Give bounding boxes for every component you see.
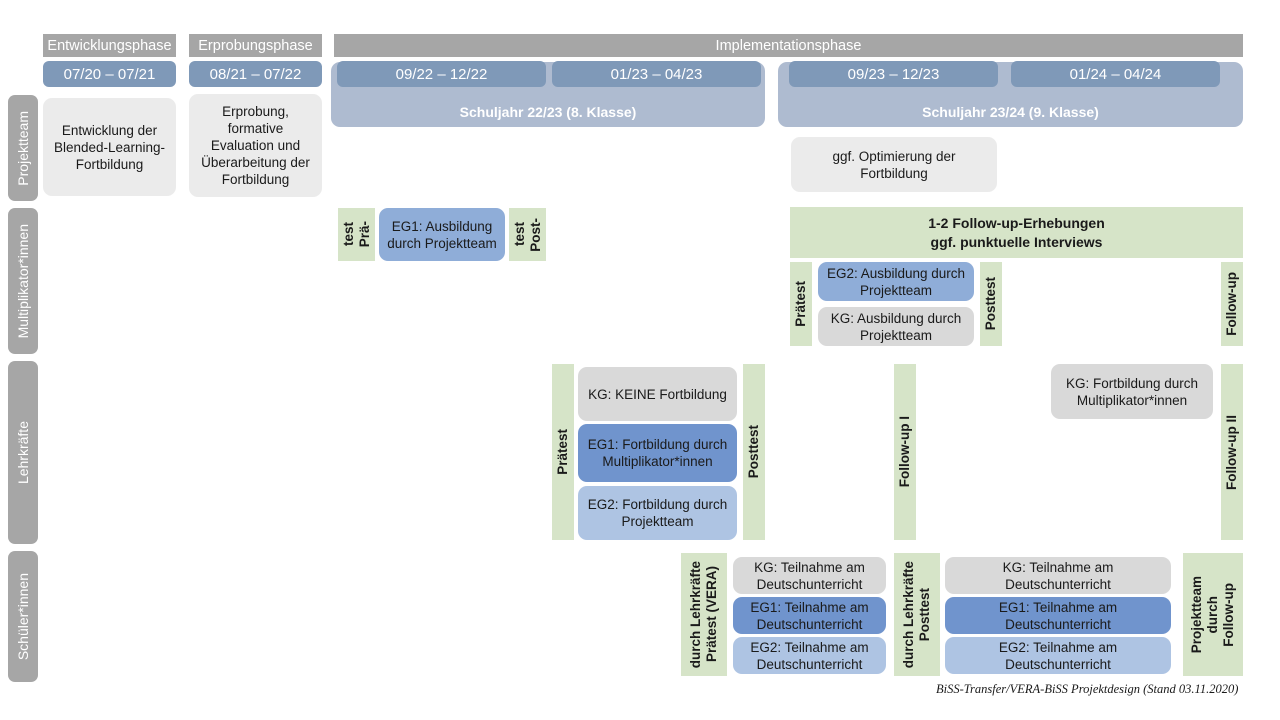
praetest-line-1: Prä-	[356, 221, 372, 248]
box-eg1-teilnahme-deutschunterricht-a: EG1: Teilnahme am Deutschunterricht	[733, 597, 886, 634]
posttest-line-2: test	[511, 222, 527, 247]
box-kg-teilnahme-deutschunterricht-a: KG: Teilnahme am Deutschunterricht	[733, 557, 886, 594]
followup-sub-1: durch	[1204, 595, 1220, 634]
period-label: 07/20 – 07/21	[63, 65, 156, 83]
strip-label: Posttest	[746, 425, 762, 479]
posttest-sub: durch Lehrkräfte	[900, 560, 916, 669]
box-text: EG1: Ausbildung durch Projektteam	[387, 218, 497, 251]
box-text: EG1: Teilnahme am Deutschunterricht	[998, 599, 1118, 632]
strip-praetest-multiplikatoren-left: Prä- test	[338, 208, 375, 261]
box-text: ggf. Optimierung der Fortbildung	[832, 148, 956, 181]
box-kg-ausbildung-durch-projektteam: KG: Ausbildung durch Projektteam	[818, 307, 974, 346]
praetest-vera-sub: durch Lehrkräfte	[687, 560, 703, 669]
box-eg1-teilnahme-deutschunterricht-b: EG1: Teilnahme am Deutschunterricht	[945, 597, 1171, 634]
box-text: Erprobung, formative Evaluation und Über…	[201, 104, 310, 187]
box-eg1-fortbildung-durch-multiplikatorinnen: EG1: Fortbildung durch Multiplikator*inn…	[578, 424, 737, 482]
strip-label: Prätest	[793, 281, 809, 327]
footer-text: BiSS-Transfer/VERA-BiSS Projektdesign (S…	[936, 682, 1239, 696]
row-label-lehrkraefte: Lehrkräfte	[8, 361, 38, 544]
box-text: KG: Teilnahme am Deutschunterricht	[754, 559, 865, 592]
banner-followup-erhebungen: 1-2 Follow-up-Erhebungen ggf. punktuelle…	[790, 207, 1243, 258]
school-year-label: Schuljahr 22/23 (8. Klasse)	[459, 104, 637, 120]
posttest-line-1: Post-	[527, 217, 543, 252]
phase-bar-erprobungsphase: Erprobungsphase	[189, 34, 322, 57]
followup-banner-line-2: ggf. punktuelle Interviews	[930, 233, 1103, 250]
period-chip-0123-0423: 01/23 – 04/23	[552, 61, 761, 87]
box-text: EG1: Teilnahme am Deutschunterricht	[750, 599, 869, 632]
row-label-schuelerinnen: Schüler*innen	[8, 551, 38, 682]
box-kg-keine-fortbildung: KG: KEINE Fortbildung	[578, 367, 737, 421]
box-entwicklung-blended-learning: Entwicklung der Blended-Learning-Fortbil…	[43, 98, 176, 196]
strip-posttest-multiplikatoren-right: Posttest	[980, 262, 1002, 346]
period-label: 08/21 – 07/22	[209, 65, 302, 83]
praetest-line-2: test	[340, 222, 356, 247]
posttest-main: Posttest	[917, 587, 932, 642]
period-label: 01/24 – 04/24	[1069, 65, 1162, 83]
strip-label: Follow-up	[1224, 272, 1240, 336]
praetest-vera-main: Prätest (VERA)	[704, 566, 719, 663]
box-text: EG2: Teilnahme am Deutschunterricht	[998, 639, 1118, 672]
followup-main: Follow-up	[1221, 582, 1237, 647]
box-text: EG2: Fortbildung durch Projektteam	[587, 497, 728, 529]
box-text: EG2: Ausbildung durch Projektteam	[826, 265, 966, 298]
box-eg2-teilnahme-deutschunterricht-a: EG2: Teilnahme am Deutschunterricht	[733, 637, 886, 674]
box-text: EG1: Fortbildung durch Multiplikator*inn…	[587, 437, 728, 469]
school-year-label: Schuljahr 23/24 (9. Klasse)	[922, 104, 1099, 120]
row-label-projektteam: Projektteam	[8, 95, 38, 201]
row-label-text: Lehrkräfte	[15, 420, 31, 485]
strip-praetest-multiplikatoren-right: Prätest	[790, 262, 812, 346]
row-label-multiplikatorinnen: Multiplikator*innen	[8, 208, 38, 354]
strip-followup-multiplikatoren: Follow-up	[1221, 262, 1243, 346]
followup-banner-line-1: 1-2 Follow-up-Erhebungen	[928, 215, 1105, 232]
period-chip-0124-0424: 01/24 – 04/24	[1011, 61, 1220, 87]
phase-bar-entwicklungsphase: Entwicklungsphase	[43, 34, 176, 57]
footer-caption: BiSS-Transfer/VERA-BiSS Projektdesign (S…	[936, 682, 1238, 697]
box-kg-teilnahme-deutschunterricht-b: KG: Teilnahme am Deutschunterricht	[945, 557, 1171, 594]
box-eg2-fortbildung-durch-projektteam: EG2: Fortbildung durch Projektteam	[578, 486, 737, 540]
row-label-text: Projektteam	[15, 110, 31, 186]
box-text: KG: Teilnahme am Deutschunterricht	[1002, 559, 1114, 592]
strip-posttest-multiplikatoren-left: Post- test	[509, 208, 546, 261]
box-text: KG: KEINE Fortbildung	[588, 386, 727, 402]
phase-bar-implementationsphase: Implementationsphase	[334, 34, 1243, 57]
period-chip-0821-0722: 08/21 – 07/22	[189, 61, 322, 87]
followup-sub-2: Projektteam	[1188, 575, 1204, 654]
phase-label: Erprobungsphase	[198, 37, 313, 54]
box-text: KG: Fortbildung durch Multiplikator*inne…	[1065, 375, 1199, 408]
period-chip-0720-0721: 07/20 – 07/21	[43, 61, 176, 87]
phase-label: Entwicklungsphase	[47, 37, 172, 54]
strip-followup-ii-lehrkraefte: Follow-up II	[1221, 364, 1243, 540]
strip-posttest-lehrkraefte: Posttest	[743, 364, 765, 540]
strip-praetest-lehrkraefte: Prätest	[552, 364, 574, 540]
period-label: 09/23 – 12/23	[847, 65, 940, 83]
strip-label: Prätest	[555, 429, 571, 475]
period-chip-0922-1222: 09/22 – 12/22	[337, 61, 546, 87]
strip-label: Follow-up I	[897, 416, 913, 488]
strip-praetest-vera-schueler: Prätest (VERA) durch Lehrkräfte	[681, 553, 727, 676]
box-eg1-ausbildung-durch-projektteam: EG1: Ausbildung durch Projektteam	[379, 208, 505, 261]
period-label: 01/23 – 04/23	[610, 65, 703, 83]
phase-label: Implementationsphase	[715, 37, 862, 54]
strip-label: Posttest	[983, 277, 999, 331]
strip-label: Follow-up II	[1224, 414, 1240, 490]
period-chip-0923-1223: 09/23 – 12/23	[789, 61, 998, 87]
box-ggf-optimierung-fortbildung: ggf. Optimierung der Fortbildung	[791, 137, 997, 192]
row-label-text: Multiplikator*innen	[15, 223, 31, 339]
box-eg2-teilnahme-deutschunterricht-b: EG2: Teilnahme am Deutschunterricht	[945, 637, 1171, 674]
box-text: KG: Ausbildung durch Projektteam	[830, 310, 962, 343]
box-kg-fortbildung-durch-multiplikatorinnen: KG: Fortbildung durch Multiplikator*inne…	[1051, 364, 1213, 419]
box-text: EG2: Teilnahme am Deutschunterricht	[750, 639, 869, 672]
period-label: 09/22 – 12/22	[395, 65, 488, 83]
strip-posttest-schueler: Posttest durch Lehrkräfte	[894, 553, 940, 676]
strip-followup-schueler: Follow-up durch Projektteam	[1183, 553, 1243, 676]
row-label-text: Schüler*innen	[15, 572, 31, 661]
box-text: Entwicklung der Blended-Learning-Fortbil…	[53, 122, 166, 172]
box-eg2-ausbildung-durch-projektteam: EG2: Ausbildung durch Projektteam	[818, 262, 974, 301]
strip-followup-i-lehrkraefte: Follow-up I	[894, 364, 916, 540]
box-erprobung-evaluation: Erprobung, formative Evaluation und Über…	[189, 94, 322, 197]
